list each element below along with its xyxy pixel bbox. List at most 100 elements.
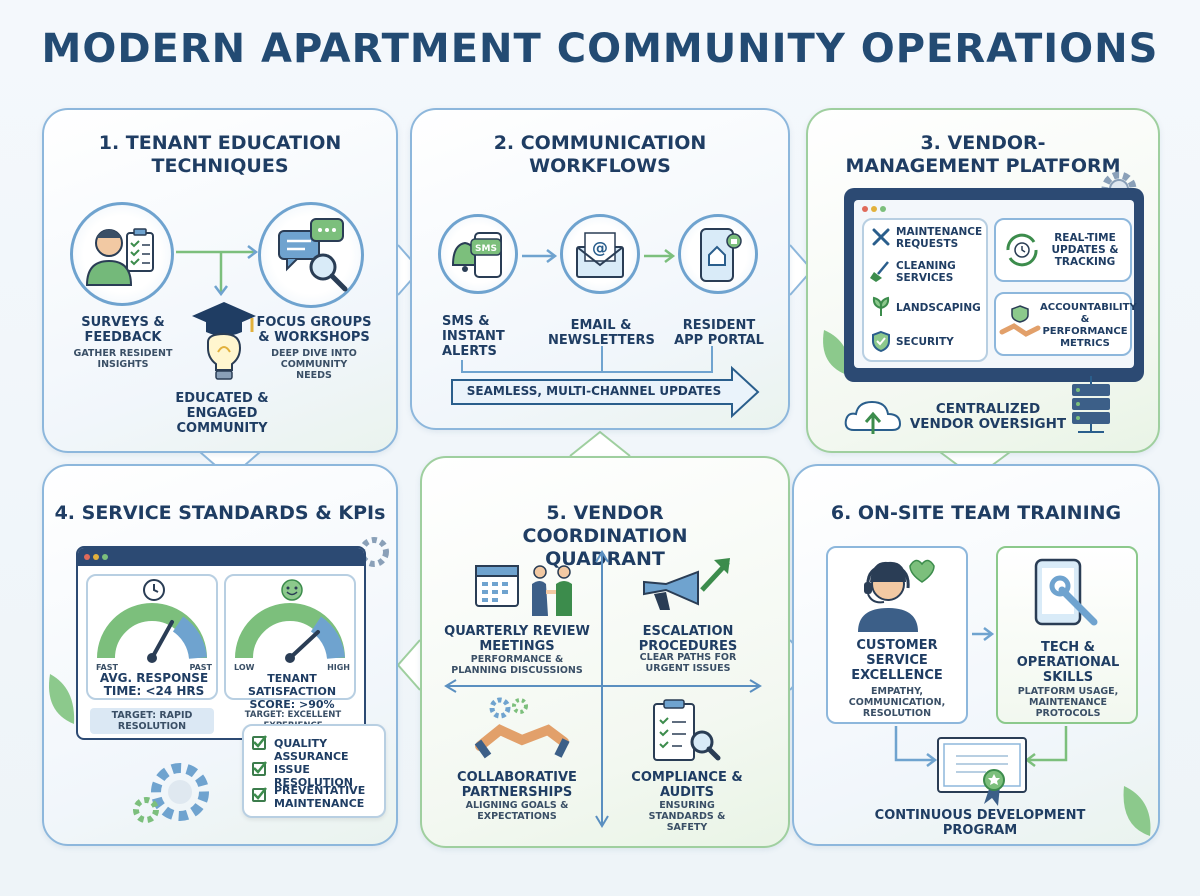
- leaf-icon: [49, 674, 75, 724]
- plant-icon: [872, 296, 890, 316]
- accountability-card: ACCOUNTABILITY & PERFORMANCE METRICS: [994, 292, 1137, 356]
- realtime-label: REAL-TIME UPDATES & TRACKING: [1051, 232, 1119, 268]
- panel-title: 5. VENDOR COORDINATION QUADRANT: [522, 502, 688, 570]
- panel-tenant-education: 1. TENANT EDUCATION TECHNIQUES: [42, 108, 398, 453]
- panel-vendor-coordination: 5. VENDOR COORDINATION QUADRANT QUARTERL…: [420, 456, 790, 848]
- panel-title: 6. ON-SITE TEAM TRAINING: [830, 502, 1122, 524]
- handshake-shield-icon: [999, 305, 1041, 337]
- service-security: SECURITY: [896, 336, 954, 348]
- window-titlebar: [78, 548, 364, 566]
- certificate-icon: [937, 737, 1027, 806]
- monitor-screen: MAINTENANCE REQUESTS CLEANING SERVICES L…: [854, 200, 1137, 368]
- smiley-icon: [281, 579, 303, 601]
- educated-community-label: EDUCATED & ENGAGED COMMUNITY: [175, 391, 269, 436]
- envelope-icon: @: [576, 232, 624, 278]
- clipboard-search-icon: [653, 699, 721, 761]
- broom-icon: [870, 261, 889, 282]
- customer-service-label: CUSTOMER SERVICE EXCELLENCE: [851, 638, 943, 683]
- sms-circle: SMS: [438, 214, 518, 294]
- panel-vendor-management: 3. VENDOR-MANAGEMENT PLATFORM MAINTENANC…: [806, 108, 1160, 453]
- person-clipboard-icon: [85, 228, 154, 286]
- focus-groups-label: FOCUS GROUPS & WORKSHOPS: [256, 315, 372, 345]
- gauge-past: PAST: [189, 663, 212, 672]
- gauge-low: LOW: [234, 663, 255, 672]
- panel-service-standards: 4. SERVICE STANDARDS & KPIs FAST: [42, 464, 398, 846]
- service-maintenance: MAINTENANCE REQUESTS: [896, 226, 983, 250]
- panel-title: 4. SERVICE STANDARDS & KPIs: [54, 502, 386, 524]
- agent-headset-icon: [858, 559, 935, 632]
- page-title: MODERN APARTMENT COMMUNITY OPERATIONS: [41, 26, 1159, 72]
- server-icon: [1072, 376, 1110, 433]
- sms-badge: SMS: [475, 244, 497, 254]
- surveys-sublabel: GATHER RESIDENT INSIGHTS: [73, 348, 173, 370]
- panel-title: 3. VENDOR-MANAGEMENT PLATFORM: [845, 132, 1121, 177]
- customer-service-card: CUSTOMER SERVICE EXCELLENCE EMPATHY, COM…: [826, 546, 968, 724]
- education-flow-arrows: [176, 245, 259, 297]
- focus-groups-circle: [258, 202, 364, 308]
- email-circle: @: [560, 214, 640, 294]
- satisfaction-gauge: [235, 603, 345, 663]
- service-landscaping: LANDSCAPING: [896, 302, 981, 314]
- email-label: EMAIL & NEWSLETTERS: [548, 318, 655, 348]
- gears-decoration-icon: [133, 763, 209, 823]
- window-dots: [84, 554, 108, 560]
- handshake-gears-icon: [474, 697, 570, 759]
- target-rapid-label: TARGET: RAPID RESOLUTION: [111, 710, 193, 732]
- focus-groups-sublabel: DEEP DIVE INTO COMMUNITY NEEDS: [271, 348, 357, 381]
- surveys-label: SURVEYS & FEEDBACK: [81, 315, 165, 345]
- chat-bubbles-search-icon: [278, 218, 348, 292]
- refresh-clock-icon: [1006, 233, 1038, 267]
- panel-communication-workflows: 2. COMMUNICATION WORKFLOWS SMS @: [410, 108, 790, 430]
- satisfaction-kpi: TENANT SATISFACTION SCORE: >90%: [247, 672, 337, 711]
- calendar-handshake-icon: [475, 565, 572, 616]
- satisfaction-gauge-card: LOW HIGH TENANT SATISFACTION SCORE: >90%: [224, 574, 356, 711]
- vendor-services-list: MAINTENANCE REQUESTS CLEANING SERVICES L…: [862, 218, 988, 362]
- check-quality-label: QUALITY ASSURANCE: [274, 737, 349, 763]
- quadrant-collaborative-sublabel: ALIGNING GOALS & EXPECTATIONS: [465, 800, 569, 822]
- realtime-card: REAL-TIME UPDATES & TRACKING: [994, 218, 1132, 282]
- response-gauge-card: FAST PAST AVG. RESPONSE TIME: <24 HRS: [86, 574, 218, 700]
- check-preventative-label: PREVENTATIVE MAINTENANCE: [274, 784, 366, 810]
- quadrant-collaborative-label: COLLABORATIVE PARTNERSHIPS: [457, 770, 577, 800]
- graduation-lightbulb-icon: [192, 302, 256, 380]
- training-flow-arrows: [894, 627, 1068, 767]
- tech-skills-sublabel: PLATFORM USAGE, MAINTENANCE PROTOCOLS: [1017, 686, 1119, 719]
- accountability-label: ACCOUNTABILITY & PERFORMANCE METRICS: [1040, 302, 1137, 349]
- quadrant-escalation-label: ESCALATION PROCEDURES: [638, 624, 738, 654]
- monitor-frame: MAINTENANCE REQUESTS CLEANING SERVICES L…: [844, 188, 1144, 382]
- wrench-screwdriver-icon: [872, 228, 890, 246]
- tablet-wrench-icon: [1034, 558, 1098, 626]
- cloud-upload-icon: [844, 400, 902, 434]
- customer-service-sublabel: EMPATHY, COMMUNICATION, RESOLUTION: [848, 686, 946, 719]
- quadrant-compliance-label: COMPLIANCE & AUDITS: [631, 770, 743, 800]
- gauge-fast: FAST: [96, 663, 118, 672]
- check-icon: [253, 787, 267, 800]
- surveys-circle: [70, 202, 174, 306]
- megaphone-arrow-icon: [643, 558, 730, 610]
- quadrant-quarterly-label: QUARTERLY REVIEW MEETINGS: [444, 624, 590, 654]
- multichannel-arrow-label: SEAMLESS, MULTI-CHANNEL UPDATES: [466, 384, 722, 398]
- panel-title: 1. TENANT EDUCATION TECHNIQUES: [98, 132, 342, 177]
- check-icon: [253, 735, 267, 748]
- centralized-label: CENTRALIZED VENDOR OVERSIGHT: [909, 401, 1067, 432]
- quadrant-axes: [444, 550, 762, 828]
- quadrant-compliance-sublabel: ENSURING STANDARDS & SAFETY: [648, 800, 726, 833]
- clock-icon: [143, 579, 165, 601]
- response-gauge: [97, 603, 207, 663]
- tech-skills-label: TECH & OPERATIONAL SKILLS: [1016, 640, 1120, 685]
- phone-house-icon: [700, 228, 742, 282]
- shield-icon: [872, 330, 890, 353]
- panel-title: 2. COMMUNICATION WORKFLOWS: [493, 132, 707, 177]
- panel-onsite-training: 6. ON-SITE TEAM TRAINING CUSTOMER SERVIC…: [792, 464, 1160, 846]
- gauge-high: HIGH: [327, 663, 350, 672]
- check-issue-label: ISSUE RESOLUTION: [274, 763, 353, 789]
- leaf-icon: [1123, 786, 1151, 836]
- portal-label: RESIDENT APP PORTAL: [674, 318, 764, 348]
- sms-label: SMS & INSTANT ALERTS: [442, 314, 505, 359]
- window-dots: [862, 206, 886, 212]
- leaf-icon: [823, 330, 851, 376]
- tech-skills-card: TECH & OPERATIONAL SKILLS PLATFORM USAGE…: [996, 546, 1138, 724]
- target-rapid-box: [90, 708, 214, 734]
- svg-text:@: @: [592, 238, 608, 257]
